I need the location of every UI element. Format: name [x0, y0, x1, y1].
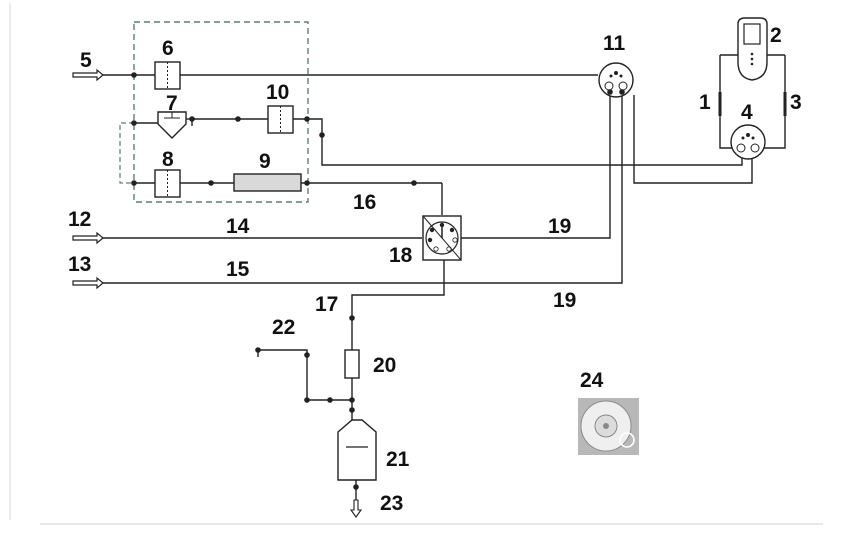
component-10 — [268, 106, 293, 133]
component-21 — [338, 420, 376, 480]
component-9 — [234, 174, 301, 191]
component-20 — [345, 350, 359, 378]
label-13: 13 — [68, 253, 91, 276]
label-19-lower: 19 — [553, 289, 576, 312]
label-6: 6 — [162, 37, 174, 60]
connector-icon — [731, 125, 765, 159]
component-6 — [155, 62, 180, 89]
label-1: 1 — [699, 91, 711, 114]
label-16: 16 — [353, 191, 376, 214]
label-14: 14 — [226, 215, 250, 238]
label-19-upper: 19 — [548, 215, 571, 238]
label-10: 10 — [266, 81, 289, 104]
junction-dots — [131, 72, 625, 490]
disc-photo-icon — [578, 398, 639, 455]
label-21: 21 — [386, 448, 410, 471]
label-11: 11 — [603, 32, 626, 55]
rotary-valve-icon — [423, 216, 461, 260]
label-8: 8 — [162, 148, 174, 171]
pipes — [103, 55, 785, 512]
dashed-bracket — [120, 123, 134, 183]
label-23: 23 — [380, 492, 403, 515]
handheld-device-icon — [738, 18, 767, 80]
label-3: 3 — [790, 91, 802, 114]
label-20: 20 — [373, 354, 396, 377]
component-7 — [158, 112, 186, 138]
label-9: 9 — [259, 150, 271, 173]
label-18: 18 — [389, 244, 413, 267]
connector-icon — [599, 63, 633, 97]
label-4: 4 — [741, 101, 753, 124]
outlet-arrow-icon — [351, 500, 361, 517]
label-7: 7 — [166, 92, 178, 115]
label-24: 24 — [580, 369, 604, 392]
label-12: 12 — [68, 208, 91, 231]
component-8 — [155, 170, 180, 197]
label-5: 5 — [80, 49, 92, 72]
label-22: 22 — [272, 316, 295, 339]
label-15: 15 — [226, 258, 250, 281]
label-2: 2 — [770, 24, 782, 47]
label-17: 17 — [315, 293, 338, 316]
